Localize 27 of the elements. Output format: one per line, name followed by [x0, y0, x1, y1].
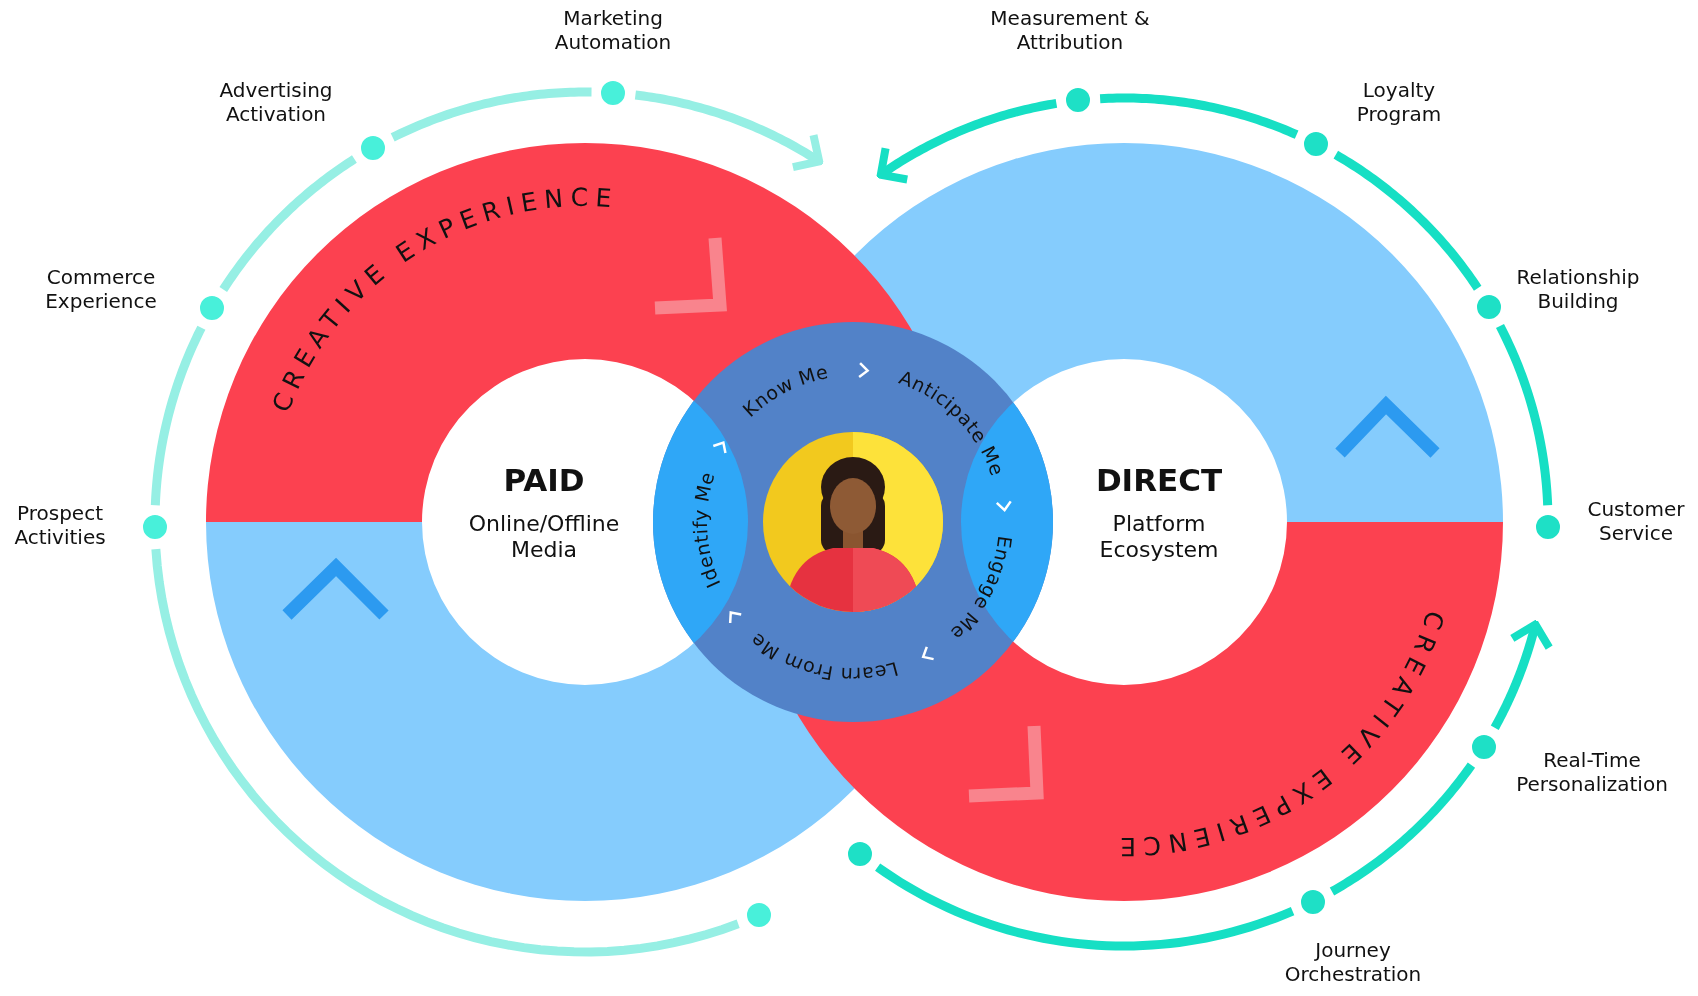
- step-label: Advertising Activation: [218, 78, 334, 126]
- step-label: Marketing Automation: [553, 6, 673, 54]
- step-label: Journey Orchestration: [1283, 938, 1423, 986]
- flow-arrow: [876, 99, 1058, 184]
- step-label: Measurement & Attribution: [989, 6, 1151, 54]
- connector-line: [151, 548, 740, 957]
- step-label: Relationship Building: [1515, 265, 1641, 313]
- ring-subtitle: Platform Ecosystem: [1098, 511, 1220, 564]
- step-label: Customer Service: [1586, 497, 1686, 545]
- connector-line: [1329, 762, 1476, 896]
- step-label: Prospect Activities: [13, 501, 107, 549]
- step-label: Loyalty Program: [1355, 78, 1443, 126]
- connector-line: [150, 325, 206, 506]
- connector-line: [1099, 93, 1299, 139]
- ring-title: DIRECT: [1094, 462, 1224, 500]
- connector-line: [875, 863, 1295, 951]
- flow-arrow: [1490, 620, 1554, 731]
- curved-label: Learn From Me: [745, 629, 901, 687]
- step-label: Real-Time Personalization: [1515, 748, 1669, 796]
- flow-arrow: [634, 90, 824, 172]
- connector-line: [390, 87, 592, 142]
- connector-line: [219, 155, 357, 292]
- ring-subtitle: Online/Offline Media: [467, 511, 621, 564]
- connector-line: [1333, 150, 1482, 291]
- connector-line: [1496, 323, 1553, 506]
- step-label: Commerce Experience: [44, 265, 158, 313]
- ring-title: PAID: [502, 462, 586, 500]
